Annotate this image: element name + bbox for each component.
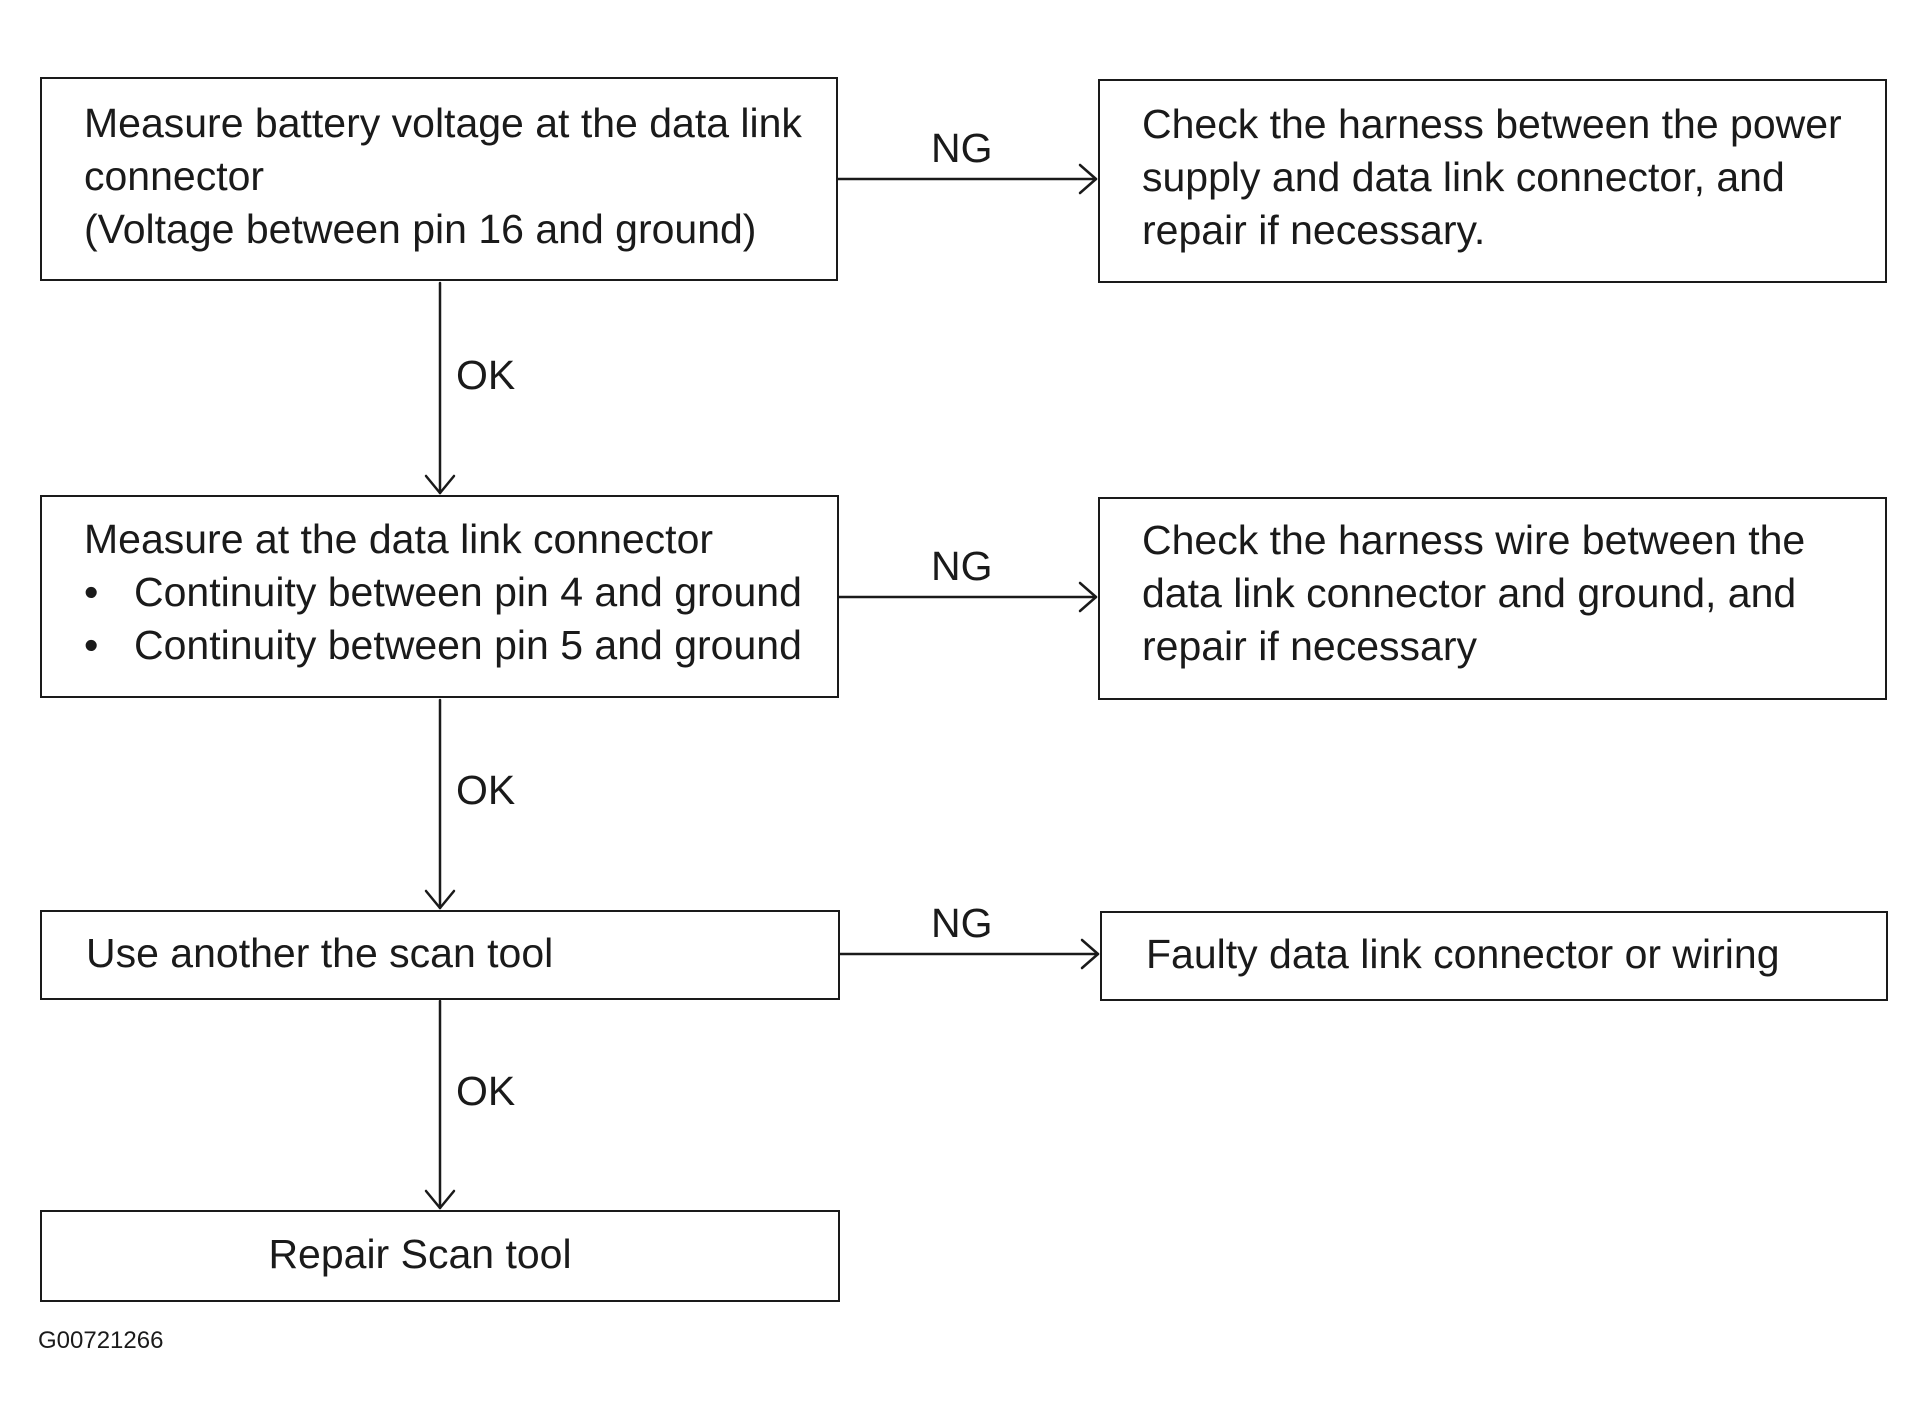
node-check-harness-power: Check the harness between the power supp… [1098,79,1887,283]
bullet-text: Continuity between pin 4 and ground [134,569,802,615]
node-text-line: repair if necessary [1142,623,1477,669]
bullet-icon: • [84,569,99,615]
node-faulty-connector: Faulty data link connector or wiring [1100,911,1888,1001]
node-text-line: Repair Scan tool [268,1231,572,1277]
edge-label-ng-1: NG [931,125,993,171]
arrowhead-ng-3 [1080,938,1100,970]
edge-label-ok-1: OK [456,352,516,398]
node-text-line: (Voltage between pin 16 and ground) [84,206,757,252]
bullet-item: • Continuity between pin 5 and ground [84,619,837,672]
node-text-line: repair if necessary. [1142,207,1486,253]
figure-id: G00721266 [38,1327,164,1354]
bullet-icon: • [84,622,99,668]
node-text-line: Faulty data link connector or wiring [1146,931,1780,977]
bullet-text: Continuity between pin 5 and ground [134,622,802,668]
node-text-line: Check the harness between the power [1142,101,1842,147]
node-measure-battery-voltage: Measure battery voltage at the data link… [40,77,838,281]
node-text-line: connector [84,153,265,199]
arrowhead-ok-1 [424,474,456,495]
edge-label-ng-2: NG [931,543,993,589]
arrowhead-ng-2 [1078,581,1098,613]
bullet-item: • Continuity between pin 4 and ground [84,566,837,619]
node-text-line: Measure battery voltage at the data link [84,100,802,146]
edge-label-ok-2: OK [456,767,516,813]
node-text-line: data link connector and ground, and [1142,570,1797,616]
node-heading: Measure at the data link connector [84,516,714,562]
node-repair-scan-tool: Repair Scan tool [40,1210,840,1302]
edge-label-ok-3: OK [456,1068,516,1114]
arrowhead-ng-1 [1078,163,1098,195]
arrowhead-ok-3 [424,1189,456,1210]
edge-label-ng-3: NG [931,900,993,946]
node-text-line: Use another the scan tool [86,930,554,976]
arrowhead-ok-2 [424,889,456,910]
node-text-line: supply and data link connector, and [1142,154,1785,200]
node-use-another-tool: Use another the scan tool [40,910,840,1000]
node-measure-continuity: Measure at the data link connector • Cont… [40,495,839,698]
node-text-line: Check the harness wire between the [1142,517,1806,563]
node-check-harness-ground: Check the harness wire between the data … [1098,497,1887,700]
